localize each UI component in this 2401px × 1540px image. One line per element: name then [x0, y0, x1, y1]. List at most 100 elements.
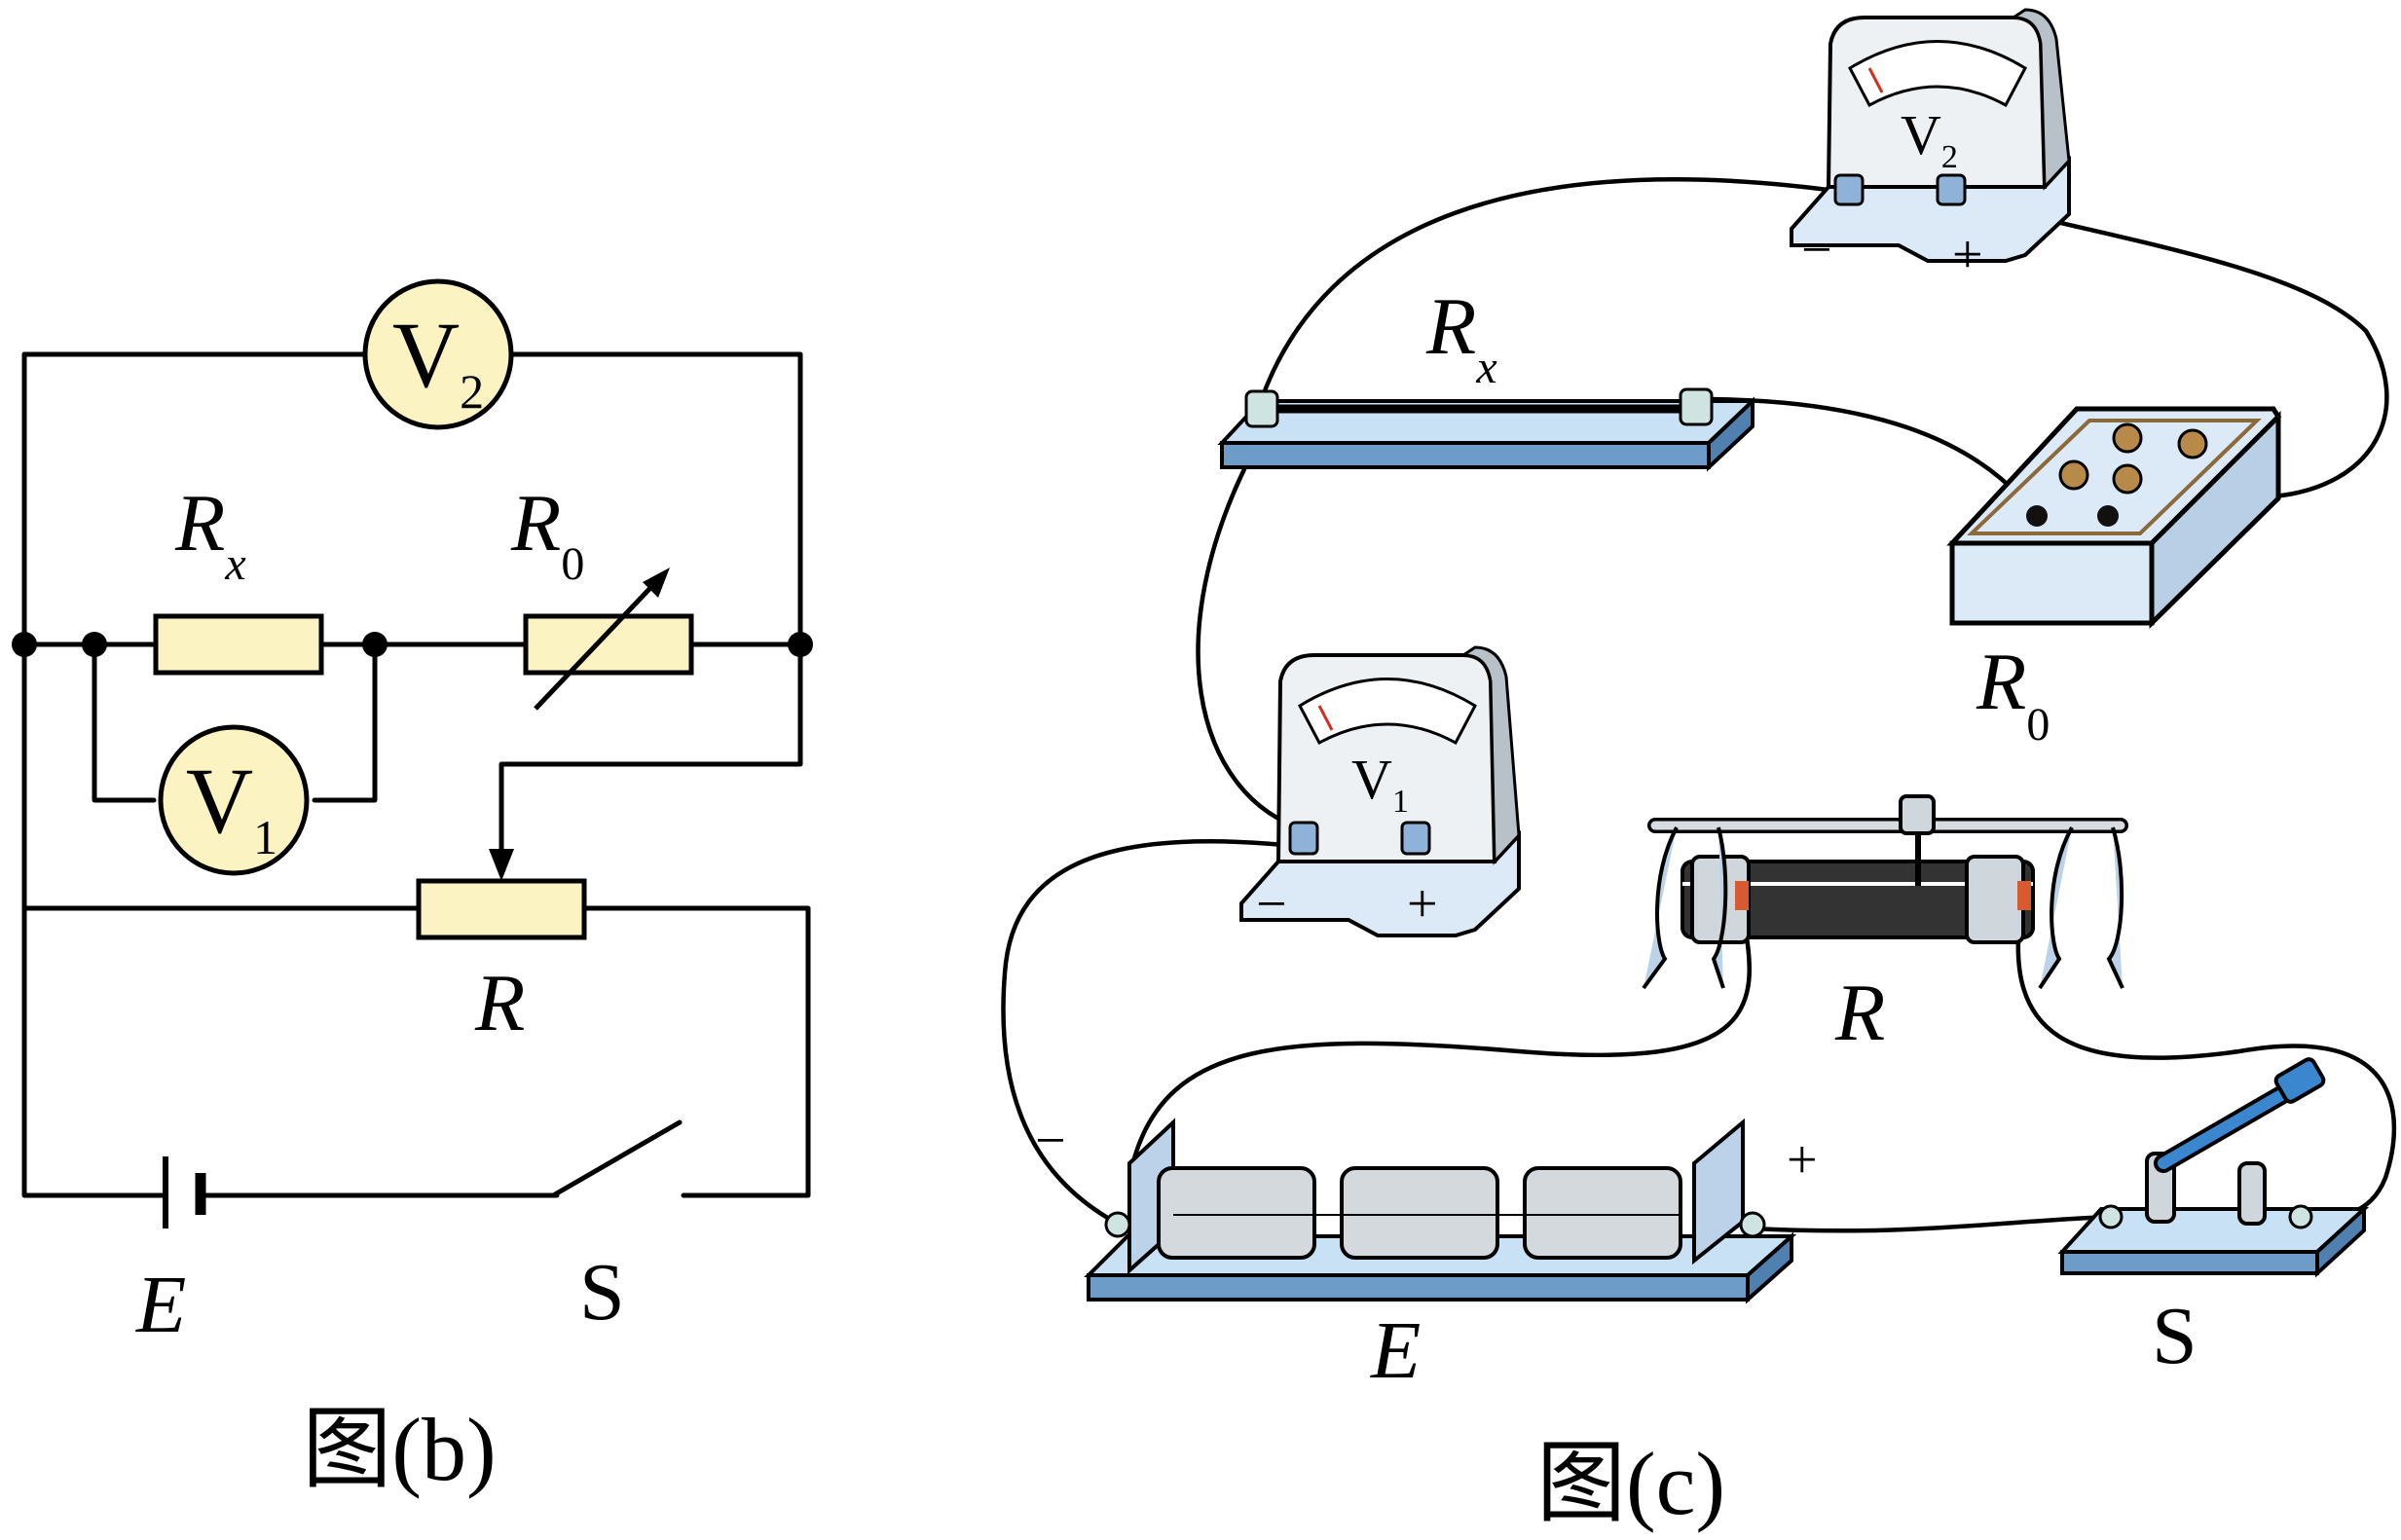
- battery-minus-label: −: [1035, 1111, 1066, 1171]
- junction-dot: [82, 632, 107, 657]
- voltmeter-v1-base: [1239, 829, 1521, 937]
- wire-v1-to-battery-minus: [1001, 839, 1308, 1227]
- voltmeter-v1-side: [1459, 645, 1521, 865]
- figure-c-apparatus: V2 − + Rx R0: [1001, 8, 2397, 1533]
- resistance-knob: [2177, 428, 2208, 459]
- rheostat-device: R: [1642, 794, 2128, 1058]
- voltmeter-v1-label: V1: [1351, 748, 1409, 820]
- resistor-rx-board-side: [1707, 396, 1755, 472]
- figure-b-caption: 图(b): [302, 1400, 496, 1499]
- rheostat-end-right: [1965, 855, 2025, 944]
- voltmeter-v2-label: V2: [392, 303, 484, 419]
- resistance-box-front: [1949, 540, 2155, 626]
- slider-arrowhead: [489, 849, 514, 881]
- v1-right-wire: [312, 642, 378, 803]
- rheostat-stand-right: [2038, 826, 2124, 990]
- battery-label: E: [135, 1260, 186, 1350]
- battery-cell: [1523, 1166, 1682, 1260]
- battery-label: E: [1370, 1305, 1421, 1396]
- voltmeter-v1-needle: [1317, 705, 1334, 731]
- wire-battery-plus-to-switch: [1750, 1214, 2111, 1233]
- resistor-rx-symbol: [153, 613, 324, 676]
- voltmeter-v1-device: V1 − +: [1239, 645, 1521, 937]
- voltmeter-v1-terminal-minus: [1288, 821, 1319, 856]
- top-wire-right: [508, 351, 803, 647]
- voltmeter-v1-plus-label: +: [1407, 874, 1438, 935]
- battery-board-front: [1087, 1273, 1750, 1302]
- switch-base-side: [2315, 1204, 2366, 1278]
- rheostat-label: R: [1834, 968, 1885, 1058]
- switch-label: S: [579, 1247, 625, 1338]
- voltmeter-v1-terminal-plus: [1400, 821, 1431, 856]
- resistance-knob: [2112, 422, 2143, 454]
- resistance-box-r0-device: R0: [1946, 406, 2282, 751]
- switch-blade: [552, 1119, 683, 1197]
- rheostat-terminal-left: [1735, 881, 1749, 910]
- resistor-r0-label: R0: [510, 478, 584, 590]
- voltmeter-v2-symbol: [362, 278, 514, 430]
- battery-terminal-minus: [1104, 1211, 1131, 1238]
- variable-arrow-line: [534, 586, 652, 711]
- voltmeter-v1-minus-label: −: [1256, 874, 1287, 935]
- rheostat-terminal-right: [2017, 881, 2031, 910]
- switch-label: S: [2152, 1291, 2198, 1381]
- figure-b-schematic: V2 V1 Rx R0 R E S 图(b): [12, 278, 813, 1499]
- variable-arrowhead: [643, 568, 670, 598]
- battery-cell: [1157, 1166, 1316, 1260]
- resistor-rx-device: Rx: [1217, 281, 1757, 472]
- switch-device: S: [2057, 1057, 2370, 1381]
- resistor-rx-terminal-right: [1679, 387, 1714, 426]
- resistance-box-terminal-left: [2026, 505, 2048, 527]
- resistor-rx-board-front: [1220, 441, 1711, 469]
- resistance-box-terminal-right: [2097, 505, 2119, 527]
- wire-rheostat-to-switch: [2015, 912, 2397, 1219]
- resistance-box-label: R0: [1976, 637, 2050, 751]
- voltmeter-v2-label: V2: [1901, 103, 1958, 175]
- switch-base-front: [2060, 1250, 2319, 1275]
- battery-board-side: [1746, 1231, 1793, 1304]
- battery-pack-device: − + E: [1035, 1111, 1818, 1396]
- switch-handle[interactable]: [2273, 1057, 2326, 1104]
- rheostat-slider: [1899, 794, 1936, 835]
- voltmeter-v2-side: [2009, 8, 2071, 191]
- battery-cell: [1340, 1166, 1499, 1260]
- rheostat-label: R: [474, 958, 525, 1048]
- battery-terminal-plus: [1739, 1211, 1766, 1238]
- voltmeter-v2-terminal-plus: [1936, 173, 1967, 206]
- switch-blade: [2158, 1082, 2299, 1169]
- wire-rx-to-v2-minus: [1258, 177, 1853, 404]
- voltmeter-v1-dial: [1298, 678, 1477, 746]
- junction-dot: [12, 632, 37, 657]
- resistance-box-side: [2149, 410, 2281, 629]
- wire-battery-to-rheostat: [1131, 912, 1753, 1161]
- voltmeter-v2-plus-label: +: [1952, 225, 1983, 285]
- voltmeter-v2-dial: [1848, 40, 2027, 108]
- voltmeter-v2-needle: [1867, 67, 1884, 93]
- v1-left-wire: [92, 642, 157, 803]
- voltmeter-v1-symbol: [158, 724, 310, 876]
- resistance-box-panel: [1967, 419, 2262, 535]
- voltmeter-v2-base: [1790, 155, 2071, 263]
- rheostat-stand-left: [1642, 826, 1728, 990]
- resistor-rx-label: Rx: [1425, 281, 1497, 393]
- junction-dot: [788, 632, 813, 657]
- rheostat-wire-right: [582, 905, 811, 1198]
- resistance-knob: [2112, 463, 2143, 495]
- voltmeter-v2-terminal-minus: [1833, 173, 1865, 206]
- resistance-knob: [2058, 459, 2089, 491]
- rheostat-coil: [1681, 860, 2035, 939]
- resistor-rx-label: Rx: [174, 478, 246, 590]
- battery-holder-right: [1692, 1118, 1745, 1265]
- junction-dot: [362, 632, 388, 657]
- wire-v2-plus-to-r0: [1937, 190, 2389, 499]
- rheostat-symbol: [416, 878, 587, 940]
- resistor-rx-terminal-left: [1244, 389, 1279, 428]
- switch-terminal-right: [2288, 1204, 2313, 1229]
- switch-clip-post: [2237, 1161, 2267, 1226]
- voltmeter-v1-label: V1: [186, 749, 277, 864]
- voltmeter-v2-device: V2 − +: [1790, 8, 2071, 285]
- figure-c-caption: 图(c): [1536, 1434, 1725, 1533]
- voltmeter-v2-minus-label: −: [1801, 220, 1832, 280]
- switch-terminal-left: [2098, 1204, 2124, 1229]
